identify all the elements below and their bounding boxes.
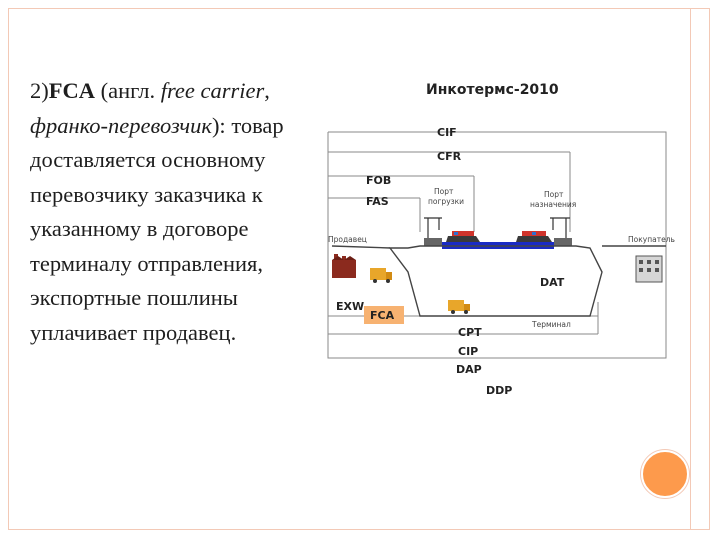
port-dest-label-2: назначения <box>530 200 576 209</box>
term-fca: FCA <box>370 309 395 322</box>
port-loading-label-1: Порт <box>434 187 454 196</box>
ship-dest-icon <box>516 231 552 242</box>
buyer-building-icon <box>635 255 663 283</box>
slide-frame-divider <box>690 8 691 530</box>
term-dap: DAP <box>456 363 482 376</box>
seller-label: Продавец <box>328 235 367 244</box>
incoterms-diagram: Инкотермс-2010 CIF CFR FOB FAS Порт погр… <box>327 82 675 397</box>
language-note: англ. <box>108 78 156 103</box>
term-cfr: CFR <box>437 150 462 163</box>
term-cip: CIP <box>458 345 478 358</box>
term-exw: EXW <box>336 300 364 313</box>
port-loading-label-2: погрузки <box>428 197 464 206</box>
item-number: 2) <box>30 78 49 103</box>
quay-loading <box>424 238 442 246</box>
buyer-label: Покупатель <box>628 235 675 244</box>
diagram-title: Инкотермс-2010 <box>426 82 559 98</box>
transport-route-outline <box>388 245 603 317</box>
term-fas: FAS <box>366 195 389 208</box>
term-cpt: CPT <box>458 326 482 339</box>
route-seller-line <box>331 245 391 249</box>
slide-frame <box>8 8 710 530</box>
truck-icon <box>370 268 392 283</box>
term-abbr: FCA <box>48 78 95 103</box>
truck-terminal-icon <box>448 300 470 314</box>
term-russian: франко-перевозчик <box>30 112 212 138</box>
fca-highlight-box <box>364 306 404 324</box>
term-ddp: DDP <box>486 384 512 397</box>
decorative-circle <box>641 450 689 498</box>
term-english: free carrier <box>160 78 265 103</box>
port-dest-label-1: Порт <box>544 190 564 199</box>
term-fob: FOB <box>366 174 391 187</box>
term-cif: CIF <box>437 126 457 139</box>
slide-text: 2)FCA (англ. free carrier, франко-перево… <box>30 78 284 345</box>
term-description: товар доставляется основному перевозчику… <box>30 112 284 345</box>
term-dat: DAT <box>540 276 565 289</box>
ship-loading-icon <box>446 231 480 242</box>
terminal-label: Терминал <box>531 320 571 329</box>
quay-dest <box>554 238 572 246</box>
factory-icon <box>332 254 356 278</box>
